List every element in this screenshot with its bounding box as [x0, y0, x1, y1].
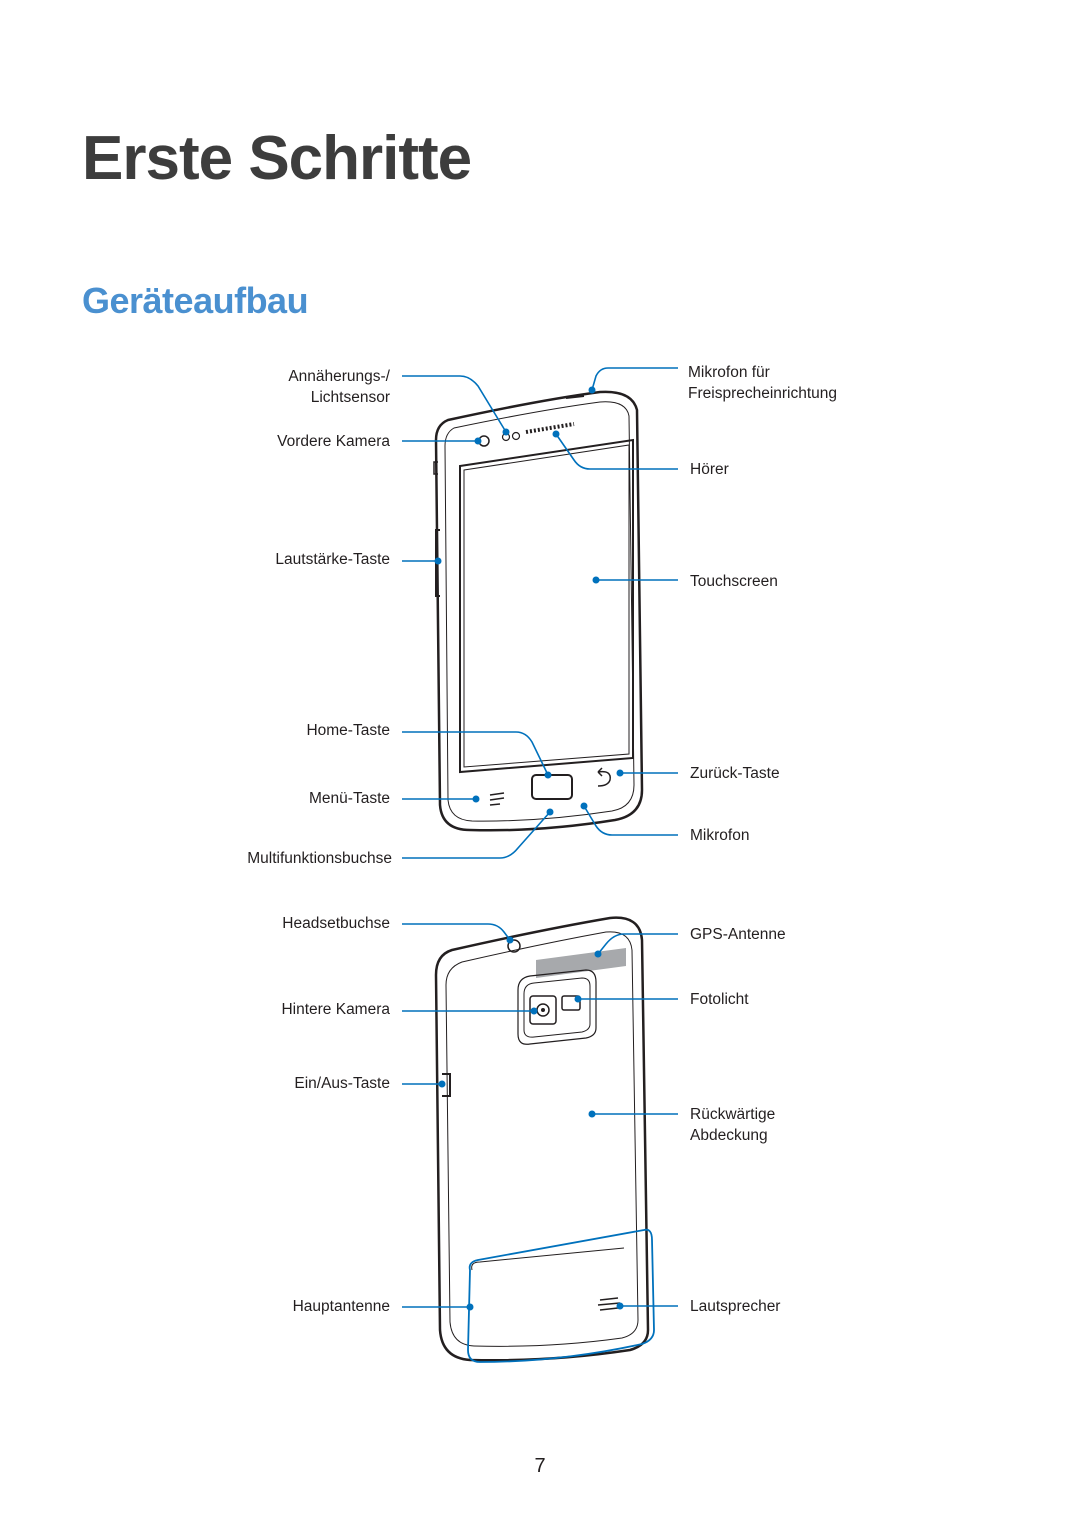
leader-microphone	[583, 805, 678, 836]
label-speakerphone-mic: Mikrofon für Freisprecheinrichtung	[688, 364, 838, 402]
label-earpiece: Hörer	[690, 461, 729, 478]
label-home-key: Home-Taste	[306, 722, 390, 739]
headset-jack-shape	[507, 939, 521, 953]
camera-housing-outer	[517, 969, 597, 1045]
gps-antenna-area	[536, 948, 626, 978]
top-slot	[565, 395, 585, 399]
label-speaker: Lautsprecher	[690, 1298, 781, 1315]
sensor-b	[511, 431, 521, 441]
label-multifunction-jack: Multifunktionsbuchse	[247, 850, 392, 867]
leader-home	[402, 731, 549, 776]
label-flash: Fotolicht	[690, 991, 749, 1008]
leader-headset	[402, 923, 511, 941]
label-microphone: Mikrofon	[690, 827, 750, 844]
page-number: 7	[534, 1455, 546, 1477]
camera-housing-inner	[523, 977, 591, 1038]
label-main-antenna: Hauptantenne	[292, 1298, 390, 1315]
power-button-shape	[442, 1073, 451, 1097]
leader-gps	[597, 933, 678, 955]
label-rear-camera: Hintere Kamera	[281, 1001, 390, 1018]
back-callout-dots	[438, 936, 624, 1311]
leader-proximity	[402, 375, 507, 433]
flash-shape	[561, 995, 581, 1011]
back-key-icon	[597, 767, 611, 787]
leader-multifunction	[402, 811, 551, 859]
label-back-key: Zurück-Taste	[690, 765, 780, 782]
leader-earpiece	[555, 433, 678, 470]
rear-camera-frame	[529, 995, 557, 1025]
menu-key-icon	[489, 792, 505, 806]
label-proximity-sensor: Annäherungs-/ Lichtsensor	[288, 368, 390, 406]
main-antenna-region	[467, 1228, 655, 1363]
front-device	[433, 390, 644, 832]
speaker-grille	[597, 1297, 621, 1311]
back-callouts	[402, 923, 678, 1308]
front-callouts	[402, 367, 678, 859]
front-body-outline	[434, 390, 644, 832]
side-notch	[433, 461, 438, 475]
front-body-inner	[444, 401, 635, 822]
front-screen-inner	[463, 444, 630, 768]
leader-speakerphone-mic	[591, 367, 678, 391]
label-headset-jack: Headsetbuchse	[282, 915, 390, 932]
label-back-cover: Rückwärtige Abdeckung	[690, 1106, 776, 1144]
label-power-key: Ein/Aus-Taste	[294, 1075, 390, 1092]
lower-cover-line	[471, 1247, 625, 1271]
label-touchscreen: Touchscreen	[690, 573, 778, 590]
back-body-inner	[445, 931, 639, 1347]
home-button-shape	[531, 774, 573, 800]
label-gps-antenna: GPS-Antenne	[690, 926, 786, 943]
earpiece-grille	[525, 422, 575, 434]
label-front-camera: Vordere Kamera	[277, 433, 390, 450]
section-title: Geräteaufbau	[82, 280, 309, 321]
label-menu-key: Menü-Taste	[309, 790, 390, 807]
chapter-title: Erste Schritte	[82, 124, 472, 193]
label-volume-key: Lautstärke-Taste	[275, 551, 390, 568]
rear-camera-lens-center	[541, 1008, 545, 1012]
front-callout-dots	[434, 386, 624, 816]
back-device	[434, 916, 650, 1362]
front-screen-outer	[459, 438, 634, 774]
back-body-outline	[434, 916, 650, 1362]
